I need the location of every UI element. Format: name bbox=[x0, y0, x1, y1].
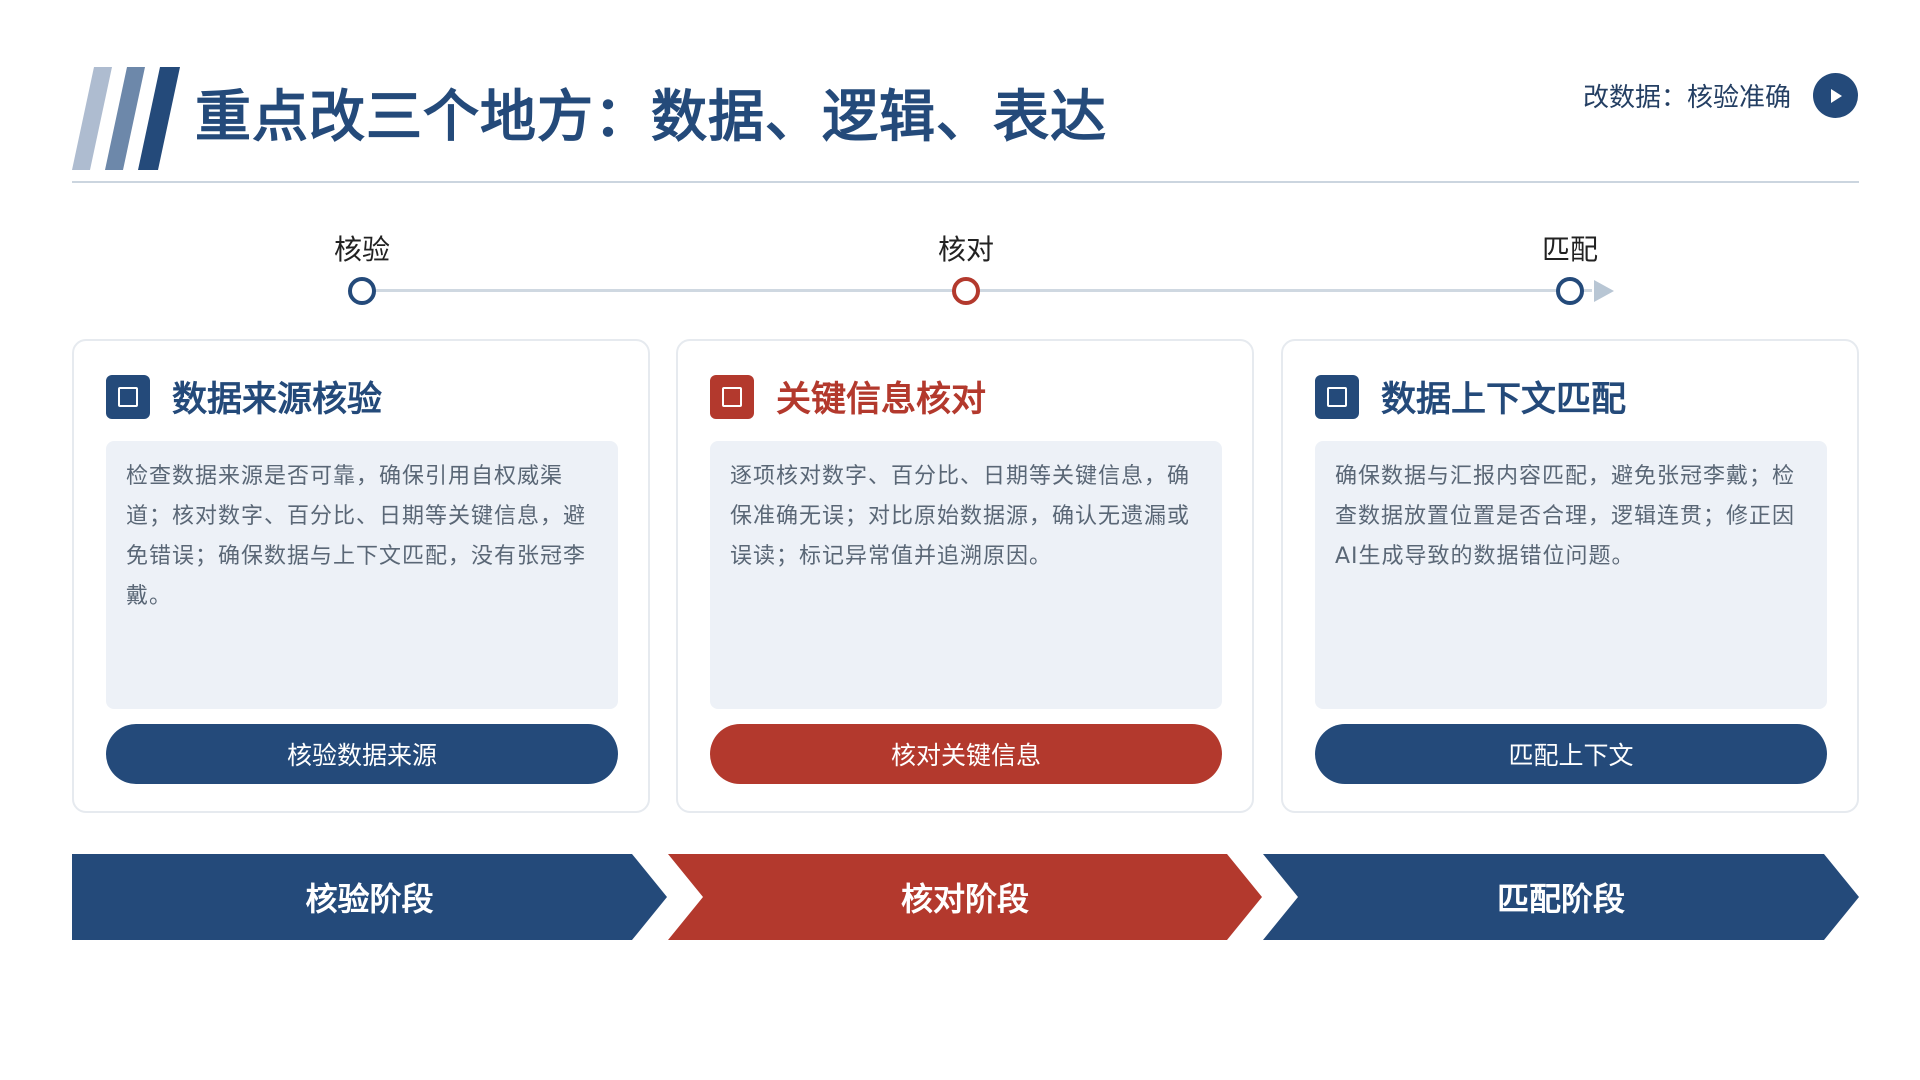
next-button[interactable] bbox=[1813, 73, 1858, 118]
checkbox-square-icon bbox=[1315, 374, 1359, 419]
card-source-verification: 数据来源核验 检查数据来源是否可靠，确保引用自权威渠道；核对数字、百分比、日期等… bbox=[72, 339, 650, 813]
card-title: 数据上下文匹配 bbox=[1381, 380, 1627, 420]
section-label: 改数据：核验准确 bbox=[1582, 83, 1791, 113]
play-icon bbox=[1830, 88, 1842, 103]
card-header: 数据来源核验 bbox=[106, 371, 382, 422]
phase-label-match[interactable]: 匹配阶段 bbox=[1496, 880, 1625, 918]
check-key-info-button[interactable]: 核对关键信息 bbox=[710, 724, 1222, 784]
card-title: 关键信息核对 bbox=[776, 380, 987, 420]
verify-source-button[interactable]: 核验数据来源 bbox=[106, 724, 618, 784]
match-context-button[interactable]: 匹配上下文 bbox=[1315, 724, 1827, 784]
card-title: 数据来源核验 bbox=[172, 380, 383, 420]
top-right-nav: 改数据：核验准确 bbox=[1583, 73, 1858, 118]
timeline-arrow-icon bbox=[1594, 280, 1614, 302]
phase-chevron-check bbox=[668, 854, 1262, 940]
phase-bar: 核验阶段 核对阶段 匹配阶段 bbox=[72, 854, 1859, 940]
page-title: 重点改三个地方：数据、逻辑、表达 bbox=[195, 85, 1107, 150]
card-description: 确保数据与汇报内容匹配，避免张冠李戴；检查数据放置位置是否合理，逻辑连贯；修正因… bbox=[1315, 441, 1827, 709]
checkbox-square-icon bbox=[106, 374, 150, 419]
timeline-label-match: 匹配 bbox=[1541, 233, 1599, 266]
timeline-node-check[interactable] bbox=[952, 277, 980, 305]
checkbox-square-icon bbox=[710, 374, 754, 419]
card-context-match: 数据上下文匹配 确保数据与汇报内容匹配，避免张冠李戴；检查数据放置位置是否合理，… bbox=[1281, 339, 1859, 813]
card-description: 逐项核对数字、百分比、日期等关键信息，确保准确无误；对比原始数据源，确认无遗漏或… bbox=[710, 441, 1222, 709]
phase-label-check[interactable]: 核对阶段 bbox=[900, 880, 1029, 918]
phase-chevron-verify bbox=[72, 854, 667, 940]
timeline-node-verify[interactable] bbox=[348, 277, 376, 305]
card-header: 关键信息核对 bbox=[710, 371, 986, 422]
header-divider bbox=[72, 181, 1859, 183]
phase-chevrons bbox=[72, 854, 1859, 940]
card-description: 检查数据来源是否可靠，确保引用自权威渠道；核对数字、百分比、日期等关键信息，避免… bbox=[106, 441, 618, 709]
timeline-label-verify: 核验 bbox=[333, 233, 391, 266]
timeline-node-match[interactable] bbox=[1556, 277, 1584, 305]
process-timeline: 核验 核对 匹配 bbox=[0, 220, 1920, 320]
timeline-label-check: 核对 bbox=[937, 233, 995, 266]
card-key-info-check: 关键信息核对 逐项核对数字、百分比、日期等关键信息，确保准确无误；对比原始数据源… bbox=[676, 339, 1254, 813]
card-header: 数据上下文匹配 bbox=[1315, 371, 1626, 422]
phase-label-verify[interactable]: 核验阶段 bbox=[305, 880, 434, 918]
title-slashes-decoration bbox=[72, 67, 180, 170]
phase-chevron-match bbox=[1263, 854, 1859, 940]
